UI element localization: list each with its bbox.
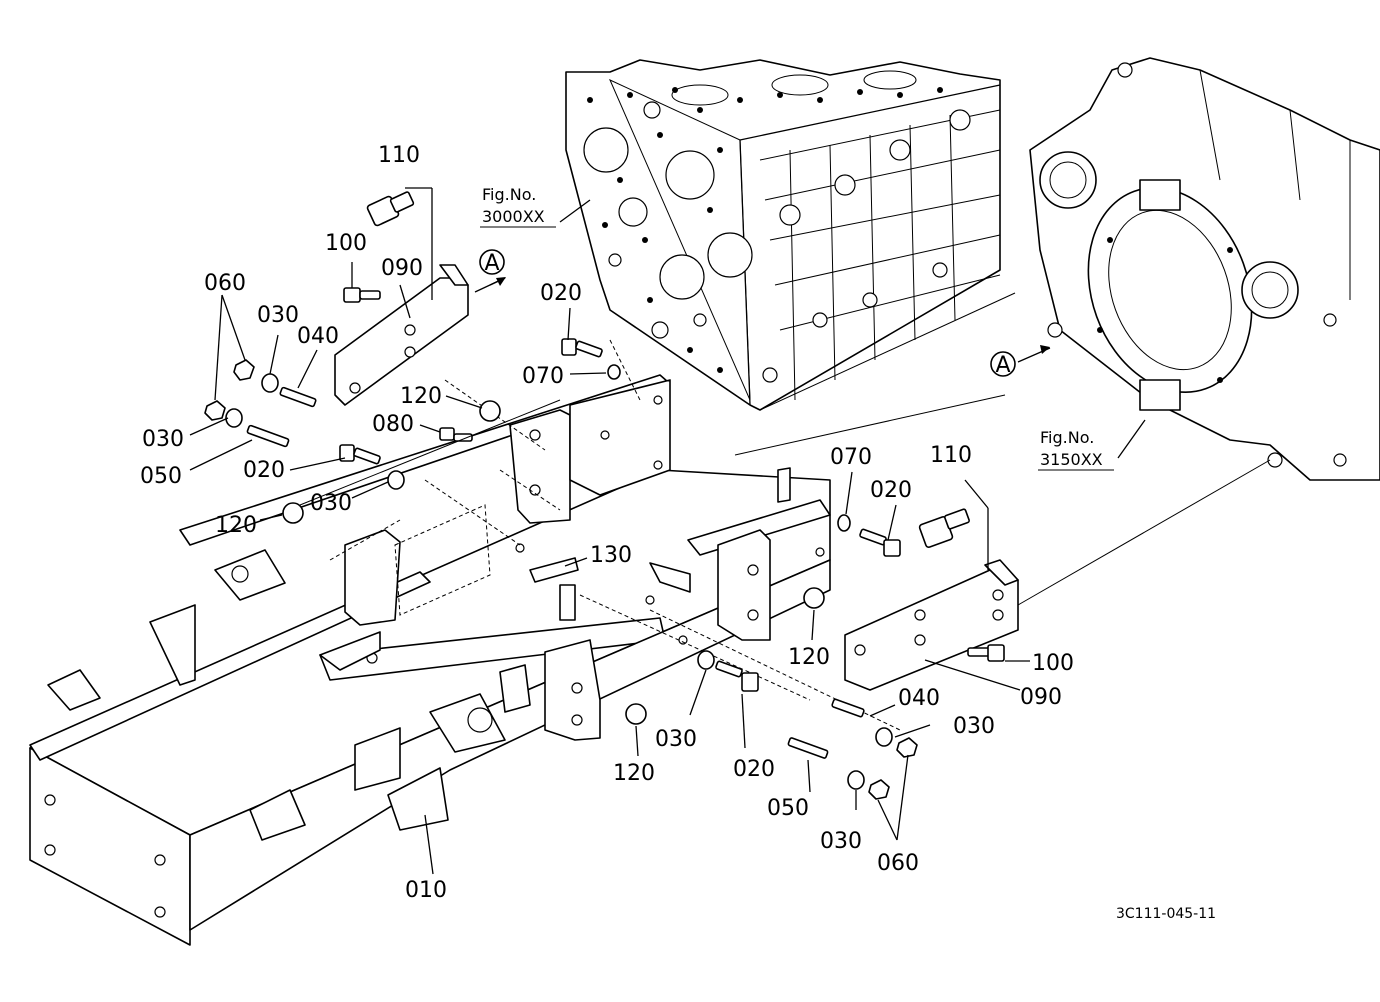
bracket-090-left <box>334 264 469 406</box>
engine-block <box>565 59 1001 411</box>
fig-ref-housing: Fig.No. 3150XX <box>1038 428 1114 471</box>
bracket-090-right <box>844 559 1019 691</box>
label-120-mid: 120 <box>400 384 442 409</box>
label-030-right-lower: 030 <box>820 829 862 854</box>
label-060-left: 060 <box>204 271 246 296</box>
label-090-right: 090 <box>1020 685 1062 710</box>
label-050-right: 050 <box>767 796 809 821</box>
label-090-left: 090 <box>381 256 423 281</box>
label-100-left: 100 <box>325 231 367 256</box>
label-100-right: 100 <box>1032 651 1074 676</box>
label-020-bottom: 020 <box>733 757 775 782</box>
label-070-right: 070 <box>830 445 872 470</box>
label-050-left: 050 <box>140 464 182 489</box>
frame-rail-010 <box>29 339 901 946</box>
label-060-right: 060 <box>877 851 919 876</box>
label-030-left-upper: 030 <box>257 303 299 328</box>
label-070-left: 070 <box>522 364 564 389</box>
part-labels: 110 100 090 060 030 040 030 050 020 030 … <box>140 143 1074 903</box>
label-020-top: 020 <box>540 281 582 306</box>
drawing-code: 3C111-045-11 <box>1116 906 1216 922</box>
label-080: 080 <box>372 412 414 437</box>
label-110-left: 110 <box>378 143 420 168</box>
label-030-right-mid: 030 <box>655 727 697 752</box>
fig-ref-engine-number: 3000XX <box>482 207 545 226</box>
label-120-right: 120 <box>788 645 830 670</box>
label-040-left: 040 <box>297 324 339 349</box>
marker-a-right: A <box>990 345 1050 378</box>
label-110-right: 110 <box>930 443 972 468</box>
label-130: 130 <box>590 543 632 568</box>
marker-a-left-text: A <box>484 251 499 276</box>
fig-ref-engine: Fig.No. 3000XX <box>480 185 556 228</box>
marker-a-left: A <box>474 249 506 293</box>
fig-ref-engine-prefix: Fig.No. <box>482 185 536 204</box>
fig-ref-housing-prefix: Fig.No. <box>1040 428 1094 447</box>
label-120-left: 120 <box>215 513 257 538</box>
label-030-right-upper: 030 <box>953 714 995 739</box>
label-020-left: 020 <box>243 458 285 483</box>
fasteners <box>204 191 1005 800</box>
label-030-left-mid: 030 <box>310 491 352 516</box>
label-030-left-lower: 030 <box>142 427 184 452</box>
label-010: 010 <box>405 878 447 903</box>
flywheel-housing <box>1029 57 1380 481</box>
label-120-bottom: 120 <box>613 761 655 786</box>
fig-ref-housing-number: 3150XX <box>1040 450 1103 469</box>
leader-lines <box>189 187 1271 875</box>
label-040-right: 040 <box>898 686 940 711</box>
marker-a-right-text: A <box>995 353 1010 378</box>
label-020-right: 020 <box>870 478 912 503</box>
